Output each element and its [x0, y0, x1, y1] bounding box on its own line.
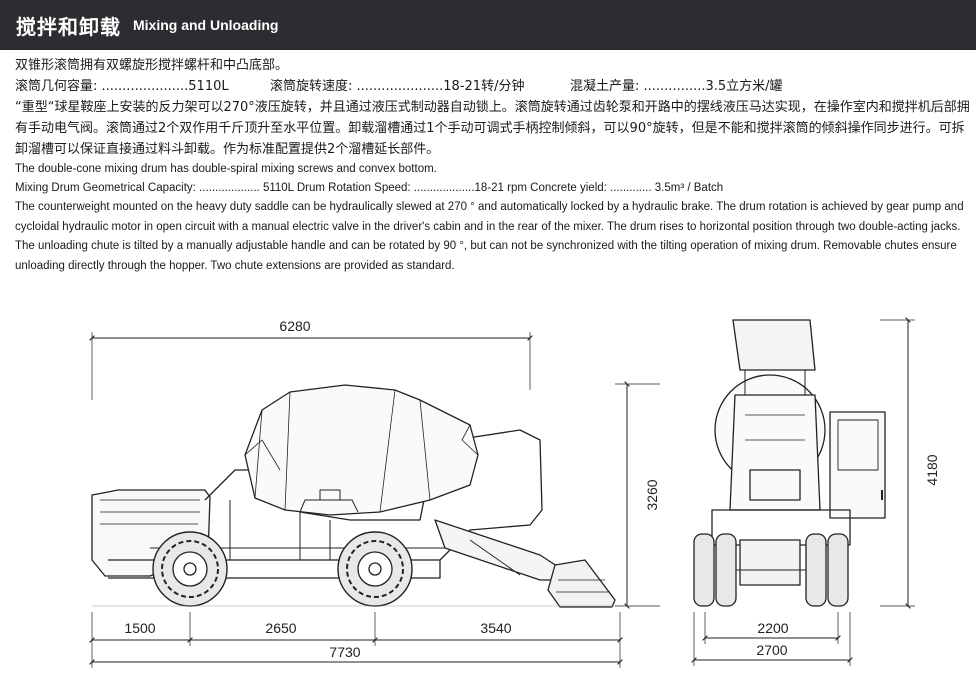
- front-view-mixer: [693, 319, 886, 607]
- dim-overall-top: 6280: [279, 318, 310, 334]
- section-header: 搅拌和卸载 Mixing and Unloading: [0, 0, 976, 50]
- dim-overall-length: 7730: [329, 644, 360, 660]
- dim-track-width: 2200: [757, 620, 788, 636]
- zh-intro: 双锥形滚筒拥有双螺旋形搅拌螺杆和中凸底部。: [15, 58, 289, 73]
- section-title-en: Mixing and Unloading: [133, 17, 279, 33]
- rear-wheel: [152, 531, 228, 607]
- loader-bucket: [547, 559, 616, 608]
- wheel-right-inner: [805, 533, 827, 607]
- front-window: [749, 469, 801, 501]
- zh-specs: 滚筒几何容量: .....................5110L 滚筒旋转速度…: [15, 76, 970, 97]
- loader-arm: [434, 519, 561, 581]
- technical-drawing: 6280 3260 4180 1500 2650 3540 7730 2200 …: [89, 317, 940, 668]
- wheel-right-outer: [827, 533, 849, 607]
- dim-overall-width: 2700: [756, 642, 787, 658]
- wheel-left-outer: [693, 533, 715, 607]
- wheel-left-inner: [715, 533, 737, 607]
- front-cab: [829, 411, 886, 519]
- zh-spec-capacity: 滚筒几何容量: .....................5110L: [15, 79, 229, 94]
- top-chute: [732, 319, 816, 371]
- en-intro: The double-cone mixing drum has double-s…: [15, 163, 437, 175]
- description-block: 双锥形滚筒拥有双螺旋形搅拌螺杆和中凸底部。 滚筒几何容量: ..........…: [15, 55, 970, 276]
- dimension-labels: 6280 3260 4180 1500 2650 3540 7730 2200 …: [124, 318, 940, 660]
- en-specs: Mixing Drum Geometrical Capacity: ......…: [15, 182, 724, 194]
- dimension-lines: [89, 317, 915, 668]
- zh-spec-yield: 混凝土产量: ...............3.5立方米/罐: [570, 79, 783, 94]
- zh-paragraph: “重型“球星鞍座上安装的反力架可以270°液压旋转，并且通过液压式制动器自动锁上…: [15, 100, 970, 157]
- chassis-frame: [108, 559, 441, 579]
- en-paragraph: The counterweight mounted on the heavy d…: [15, 201, 964, 272]
- dim-height-side: 3260: [644, 479, 660, 510]
- front-wheel: [337, 531, 413, 607]
- zh-spec-speed: 滚筒旋转速度: .....................18-21转/分钟: [270, 79, 525, 94]
- dim-wheelbase: 2650: [265, 620, 296, 636]
- dim-front-overhang: 3540: [480, 620, 511, 636]
- dim-height-front: 4180: [924, 454, 940, 485]
- mixing-drum: [244, 384, 479, 516]
- side-view-mixer: [91, 384, 620, 608]
- section-title-zh: 搅拌和卸载: [16, 14, 121, 39]
- front-bumper: [739, 539, 801, 586]
- dim-rear-overhang: 1500: [124, 620, 155, 636]
